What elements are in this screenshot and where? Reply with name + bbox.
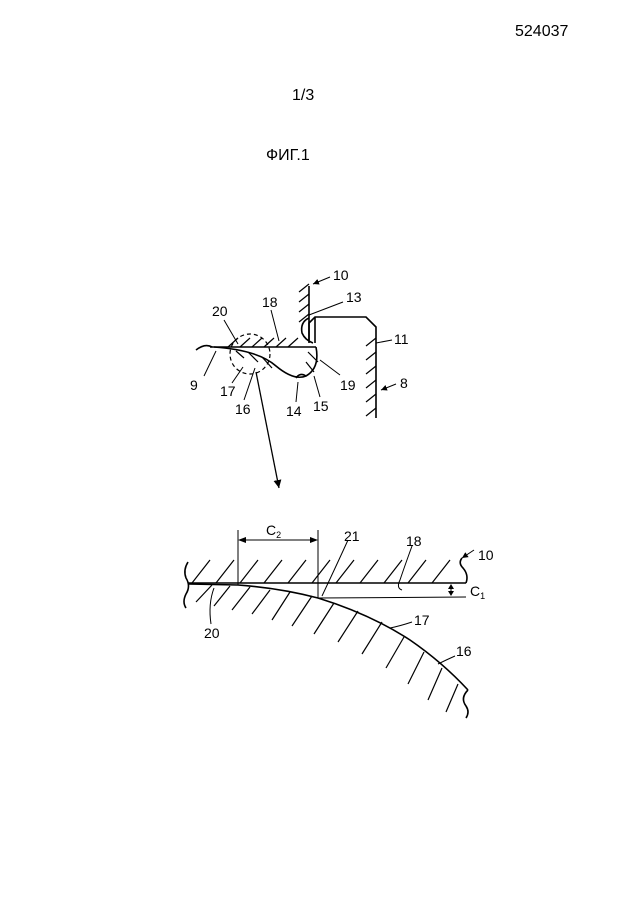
housing-wall-hatch (299, 284, 309, 322)
valve-head-profile (214, 347, 317, 377)
label-17-detail: 17 (414, 612, 430, 628)
label-17-upper: 17 (220, 383, 236, 399)
label-18-detail: 18 (406, 533, 422, 549)
label-18-upper: 18 (262, 294, 278, 310)
detail-view (184, 530, 474, 718)
label-16-upper: 16 (235, 401, 251, 417)
tangent-line (318, 597, 466, 598)
label-8: 8 (400, 375, 408, 391)
label-14: 14 (286, 403, 302, 419)
ref-arrow-10-detail (462, 550, 474, 558)
valve-right-break (463, 690, 468, 718)
seat-left-wave (196, 346, 212, 350)
ref-arrow-8 (381, 384, 396, 390)
label-15: 15 (313, 398, 329, 414)
label-20-upper: 20 (212, 303, 228, 319)
c2-arrow-right (310, 537, 318, 543)
label-20-detail: 20 (204, 625, 220, 641)
dim-c2-label: C2 (266, 522, 281, 540)
label-19: 19 (340, 377, 356, 393)
label-9: 9 (190, 377, 198, 393)
ref-arrow-10-upper (313, 277, 330, 284)
c1-arrow-top (448, 584, 454, 589)
detail-arrow (256, 372, 279, 488)
housing-hatch (192, 560, 450, 583)
label-16-detail: 16 (456, 643, 472, 659)
valve-head-hatch (236, 351, 318, 372)
label-13: 13 (346, 289, 362, 305)
label-21: 21 (344, 528, 360, 544)
valve-hatch (196, 585, 458, 712)
dim-c1-label: C1 (470, 583, 485, 601)
body-hatch (366, 338, 376, 416)
label-11: 11 (394, 331, 409, 347)
housing-right-break (460, 558, 467, 583)
c1-arrow-bottom (448, 591, 454, 596)
label-10-detail: 10 (478, 547, 494, 563)
left-break-line (184, 562, 189, 608)
c2-arrow-left (238, 537, 246, 543)
valve-face-curve (188, 584, 468, 690)
label-10-upper: 10 (333, 267, 349, 283)
